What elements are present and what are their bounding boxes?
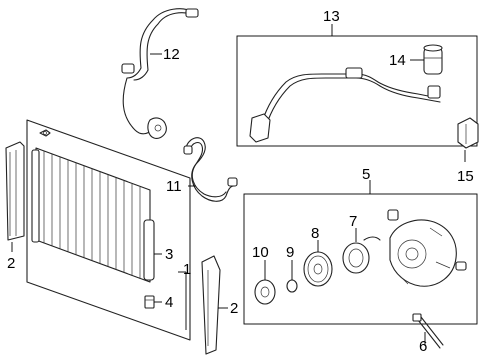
clutch-coil[interactable] [342,236,381,274]
callout-3: 3 [165,246,173,263]
callout-12: 12 [163,46,180,63]
callout-4: 4 [165,294,173,311]
leader-lines [11,24,466,346]
condenser[interactable] [26,119,191,341]
temperature-sensor[interactable] [457,117,479,149]
clutch-pulley[interactable] [303,251,333,287]
desiccant-fitting[interactable] [144,295,155,309]
callout-7: 7 [349,213,357,230]
callout-1: 1 [183,261,191,278]
compressor[interactable] [387,209,467,287]
liquid-line[interactable] [183,137,238,202]
suction-line[interactable] [249,67,441,143]
discharge-hose[interactable] [121,8,199,139]
callout-11: 11 [166,178,182,195]
callout-2-right: 2 [230,300,238,317]
snap-ring[interactable] [286,279,298,293]
callout-8: 8 [311,225,319,242]
clutch-hub[interactable] [254,279,276,305]
callout-9: 9 [286,244,294,261]
group-box-13 [236,35,478,147]
callout-5: 5 [362,166,370,183]
callout-13: 13 [323,8,340,25]
pressure-switch[interactable] [423,44,443,75]
callout-2-left: 2 [7,255,15,272]
mounting-bolt[interactable] [412,313,444,349]
callout-15: 15 [457,168,474,185]
callout-14: 14 [389,52,406,69]
air-guard-right[interactable] [201,255,221,355]
group-box-5 [243,193,478,325]
air-guard-left[interactable] [5,141,25,241]
callout-10: 10 [252,244,269,261]
callout-6: 6 [419,338,427,355]
